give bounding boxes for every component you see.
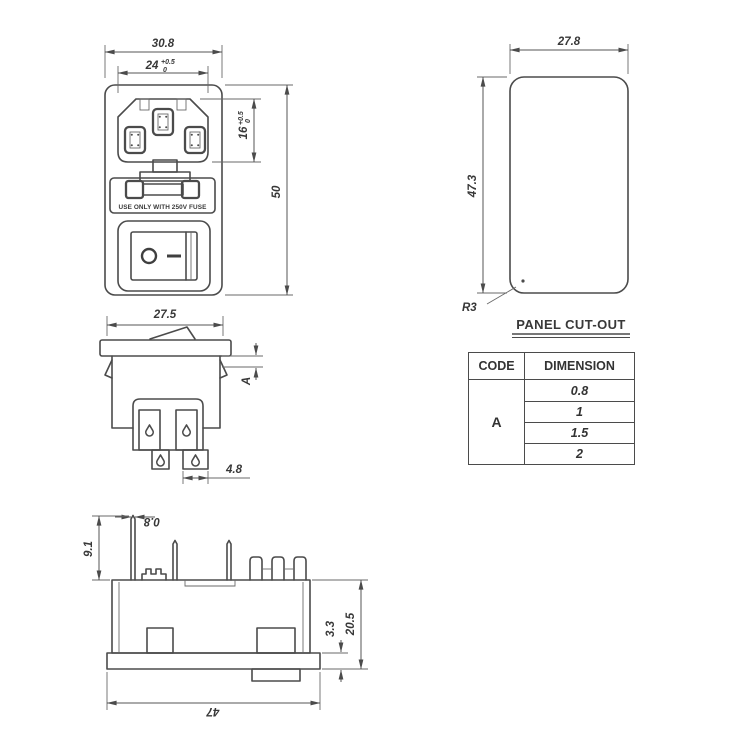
fuse-body bbox=[142, 183, 184, 196]
dim-socket-height: 16 bbox=[238, 126, 250, 139]
dim-cutout-height: 47.3 bbox=[467, 174, 479, 198]
switch-flange bbox=[99, 339, 232, 357]
module-face-outline bbox=[104, 84, 223, 296]
socket-notch-left bbox=[139, 98, 150, 111]
dim-socket-height-tol-lower: 0 bbox=[245, 119, 252, 123]
terminal-block bbox=[132, 398, 204, 451]
solder-pin-middle bbox=[172, 539, 178, 581]
dim-pin-thickness: 0.8 bbox=[143, 515, 160, 527]
fuse-tab-bar bbox=[139, 171, 191, 182]
cutout-table-title: PANEL CUT-OUT bbox=[516, 317, 625, 332]
faston-tab-right bbox=[182, 449, 209, 470]
dim-panel-thickness-code: A bbox=[241, 377, 253, 386]
table-dimension-row: 1.5 bbox=[525, 422, 634, 443]
body-top-recess bbox=[184, 580, 236, 587]
terminal-plate-left bbox=[138, 409, 161, 451]
table-dimension-row: 1 bbox=[525, 401, 634, 422]
body-left-wall bbox=[111, 355, 134, 429]
dim-pin-height: 9.1 bbox=[83, 541, 95, 557]
cutout-corner-dot bbox=[521, 279, 525, 283]
dim-flange-thickness: 3.3 bbox=[325, 620, 337, 637]
body-right-wall bbox=[202, 355, 221, 429]
faston-hole-left bbox=[156, 454, 165, 467]
terminal-hole-right bbox=[182, 424, 191, 437]
terminal-plate-right bbox=[175, 409, 198, 451]
neutral-pin bbox=[183, 125, 207, 155]
dim-socket-width-tol-upper: +0.5 bbox=[161, 59, 175, 66]
module-body-outline bbox=[111, 579, 311, 654]
dim-cutout-width: 27.8 bbox=[557, 36, 581, 48]
fuse-drawer-outline bbox=[109, 177, 216, 214]
c14-socket bbox=[117, 98, 209, 163]
cutout-outline bbox=[509, 76, 629, 294]
switch-terminals-profile bbox=[249, 556, 307, 581]
table-header-code: CODE bbox=[469, 353, 525, 380]
rocker-switch-front bbox=[117, 220, 211, 292]
mounting-spring-right bbox=[256, 627, 296, 654]
earth-pin bbox=[151, 107, 175, 137]
solder-pin-left bbox=[130, 514, 136, 581]
rocker-lever bbox=[149, 326, 196, 340]
fuse-holder: USE ONLY WITH 250V FUSE bbox=[109, 159, 216, 214]
dim-socket-height-tol-upper: +0.5 bbox=[238, 111, 245, 125]
line-pin bbox=[123, 125, 147, 155]
snap-hook-right bbox=[219, 359, 228, 379]
snap-hook-left bbox=[104, 359, 113, 379]
terminal-hole-left bbox=[145, 424, 154, 437]
faston-hole-right bbox=[191, 454, 200, 467]
panel-cutout-table: CODE DIMENSION A 0.8 1 1.5 2 bbox=[468, 352, 635, 465]
dim-overall-length: 47 bbox=[206, 705, 220, 717]
socket-notch-right bbox=[176, 98, 187, 111]
dim-overall-height: 50 bbox=[271, 185, 283, 198]
switch-off-symbol bbox=[140, 247, 158, 265]
solder-pin-right bbox=[226, 539, 232, 581]
bottom-side-view: 0.8 9.1 20.5 3.3 47 bbox=[83, 514, 368, 717]
fuse-warning-label: USE ONLY WITH 250V FUSE bbox=[119, 204, 208, 211]
fuse-cap-profile bbox=[141, 568, 167, 581]
dim-terminal-width: 4.8 bbox=[225, 464, 243, 476]
flange-boss bbox=[251, 668, 301, 682]
table-header-dimension: DIMENSION bbox=[525, 353, 634, 380]
dim-corner-radius: R3 bbox=[462, 302, 477, 314]
dim-side-width: 27.5 bbox=[153, 309, 177, 321]
mounting-spring-left bbox=[146, 627, 174, 654]
table-dimension-row: 0.8 bbox=[570, 383, 589, 398]
front-view: USE ONLY WITH 250V FUSE 30.8 24 +0.5 0 bbox=[104, 38, 293, 296]
switch-bezel bbox=[117, 220, 211, 292]
table-dimension-row: 2 bbox=[525, 443, 634, 464]
dim-body-height: 20.5 bbox=[345, 612, 357, 636]
table-code-value: A bbox=[469, 380, 525, 464]
front-view-dimensions: 30.8 24 +0.5 0 16 +0.5 0 50 bbox=[104, 38, 293, 296]
fuse-cap-right bbox=[180, 179, 201, 200]
mounting-flange bbox=[106, 652, 321, 670]
faston-tab-left bbox=[151, 449, 170, 470]
dim-socket-width: 24 bbox=[145, 60, 159, 72]
panel-cutout-view: 27.8 47.3 R3 PANEL CUT-OUT bbox=[462, 36, 630, 338]
fuse-cap-left bbox=[124, 179, 145, 200]
switch-side-view: 27.5 4.8 A bbox=[99, 309, 263, 484]
dim-socket-width-tol-lower: 0 bbox=[163, 67, 167, 74]
switch-rocker bbox=[130, 231, 198, 281]
dim-overall-width: 30.8 bbox=[152, 38, 175, 50]
